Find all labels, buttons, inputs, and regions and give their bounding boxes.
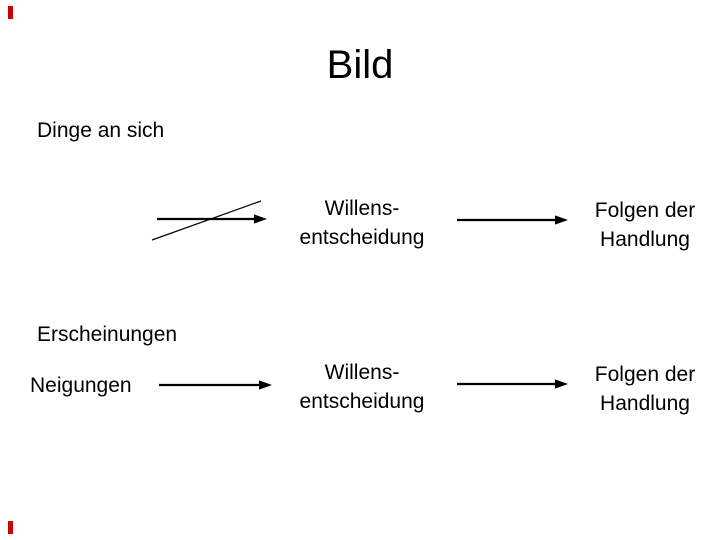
crossout-line: [151, 200, 262, 241]
arrow-dinge-to-willensentscheidung: [157, 214, 267, 224]
arrow-willensentscheidung-to-folgen-row1: [457, 215, 568, 225]
node-willensentscheidung-row1: Willens- entscheidung: [277, 194, 447, 252]
node-text-line: Handlung: [600, 228, 690, 251]
node-text-line: Willens-: [324, 361, 400, 384]
label-neigungen: Neigungen: [30, 374, 132, 397]
red-corner-mark-bottom: [8, 521, 13, 534]
node-folgen-der-handlung-row1: Folgen der Handlung: [560, 196, 720, 254]
node-text-line: entscheidung: [299, 390, 425, 413]
label-dinge-an-sich: Dinge an sich: [37, 119, 165, 142]
label-erscheinungen: Erscheinungen: [37, 323, 178, 346]
node-text-line: Folgen der: [594, 199, 696, 222]
node-text-line: Folgen der: [594, 363, 696, 386]
arrow-willensentscheidung-to-folgen-row2: [457, 379, 568, 389]
node-text-line: Handlung: [600, 392, 690, 415]
node-folgen-der-handlung-row2: Folgen der Handlung: [560, 360, 720, 418]
node-text-line: entscheidung: [299, 226, 425, 249]
red-corner-mark-top: [8, 6, 13, 19]
slide-title: Bild: [326, 43, 394, 87]
node-willensentscheidung-row2: Willens- entscheidung: [277, 358, 447, 416]
node-text-line: Willens-: [324, 197, 400, 220]
arrow-neigungen-to-willensentscheidung: [159, 380, 272, 390]
